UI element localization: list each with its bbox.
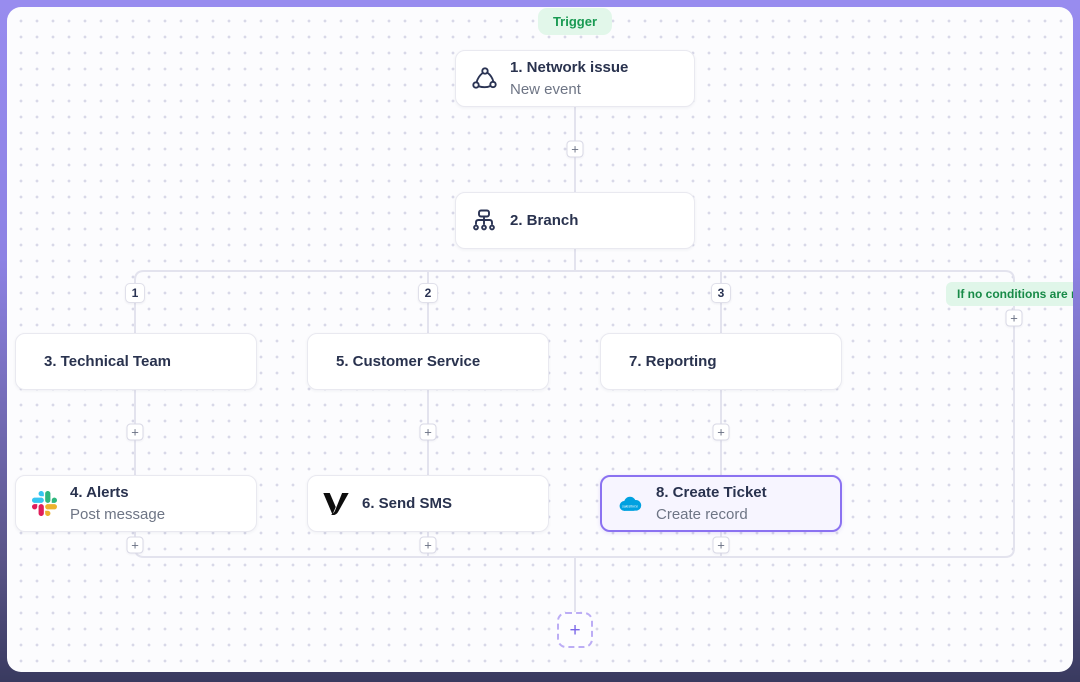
slack-icon	[30, 490, 58, 518]
add-step-button[interactable]: +	[1005, 309, 1023, 327]
node-title: 1. Network issue	[510, 58, 629, 76]
add-step-button[interactable]: +	[712, 536, 730, 554]
svg-text:salesforce: salesforce	[622, 504, 638, 508]
path-badge-label: 3	[717, 286, 725, 300]
node-customer-service[interactable]: 5. Customer Service	[307, 333, 549, 390]
node-title: 4. Alerts	[70, 483, 129, 501]
path-badge-label: 1	[131, 286, 139, 300]
plus-icon: +	[571, 141, 579, 157]
add-final-step-button[interactable]: +	[557, 612, 593, 648]
node-title: 8. Create Ticket	[656, 483, 767, 501]
node-title: 3. Technical Team	[44, 352, 171, 370]
plus-icon: +	[424, 537, 432, 553]
plus-icon: +	[569, 619, 581, 641]
plus-icon: +	[717, 537, 725, 553]
node-title: 6. Send SMS	[362, 494, 453, 512]
node-title: 2. Branch	[510, 211, 579, 229]
fallback-path-badge[interactable]: If no conditions are met	[946, 282, 1073, 306]
node-subtitle: New event	[510, 80, 581, 98]
path-badge-1[interactable]: 1	[125, 283, 145, 303]
path-badge-3[interactable]: 3	[711, 283, 731, 303]
node-send-sms-vonage[interactable]: 6. Send SMS	[307, 475, 549, 532]
salesforce-icon: salesforce	[616, 490, 644, 518]
plus-icon: +	[1010, 310, 1018, 326]
add-step-button[interactable]: +	[712, 423, 730, 441]
plus-icon: +	[424, 424, 432, 440]
path-badge-2[interactable]: 2	[418, 283, 438, 303]
node-reporting[interactable]: 7. Reporting	[600, 333, 842, 390]
node-technical-team[interactable]: 3. Technical Team	[15, 333, 257, 390]
vonage-icon	[322, 490, 350, 518]
node-subtitle: Create record	[656, 505, 748, 523]
trigger-badge: Trigger	[537, 8, 613, 35]
node-subtitle: Post message	[70, 505, 166, 523]
add-step-button[interactable]: +	[566, 140, 584, 158]
node-title: 5. Customer Service	[336, 352, 481, 370]
network-icon	[470, 65, 498, 93]
plus-icon: +	[131, 537, 139, 553]
node-alerts-slack[interactable]: 4. Alerts Post message	[15, 475, 257, 532]
plus-icon: +	[717, 424, 725, 440]
plus-icon: +	[131, 424, 139, 440]
add-step-button[interactable]: +	[419, 423, 437, 441]
branch-icon	[470, 207, 498, 235]
path-badge-label: 2	[424, 286, 432, 300]
node-network-issue[interactable]: 1. Network issue New event	[455, 50, 695, 107]
node-create-ticket-salesforce[interactable]: salesforce 8. Create Ticket Create recor…	[600, 475, 842, 532]
node-title: 7. Reporting	[629, 352, 717, 370]
add-step-button[interactable]: +	[126, 423, 144, 441]
add-step-button[interactable]: +	[126, 536, 144, 554]
workflow-canvas[interactable]: Trigger 1. Network issue New event +	[7, 7, 1073, 672]
add-step-button[interactable]: +	[419, 536, 437, 554]
node-branch[interactable]: 2. Branch	[455, 192, 695, 249]
